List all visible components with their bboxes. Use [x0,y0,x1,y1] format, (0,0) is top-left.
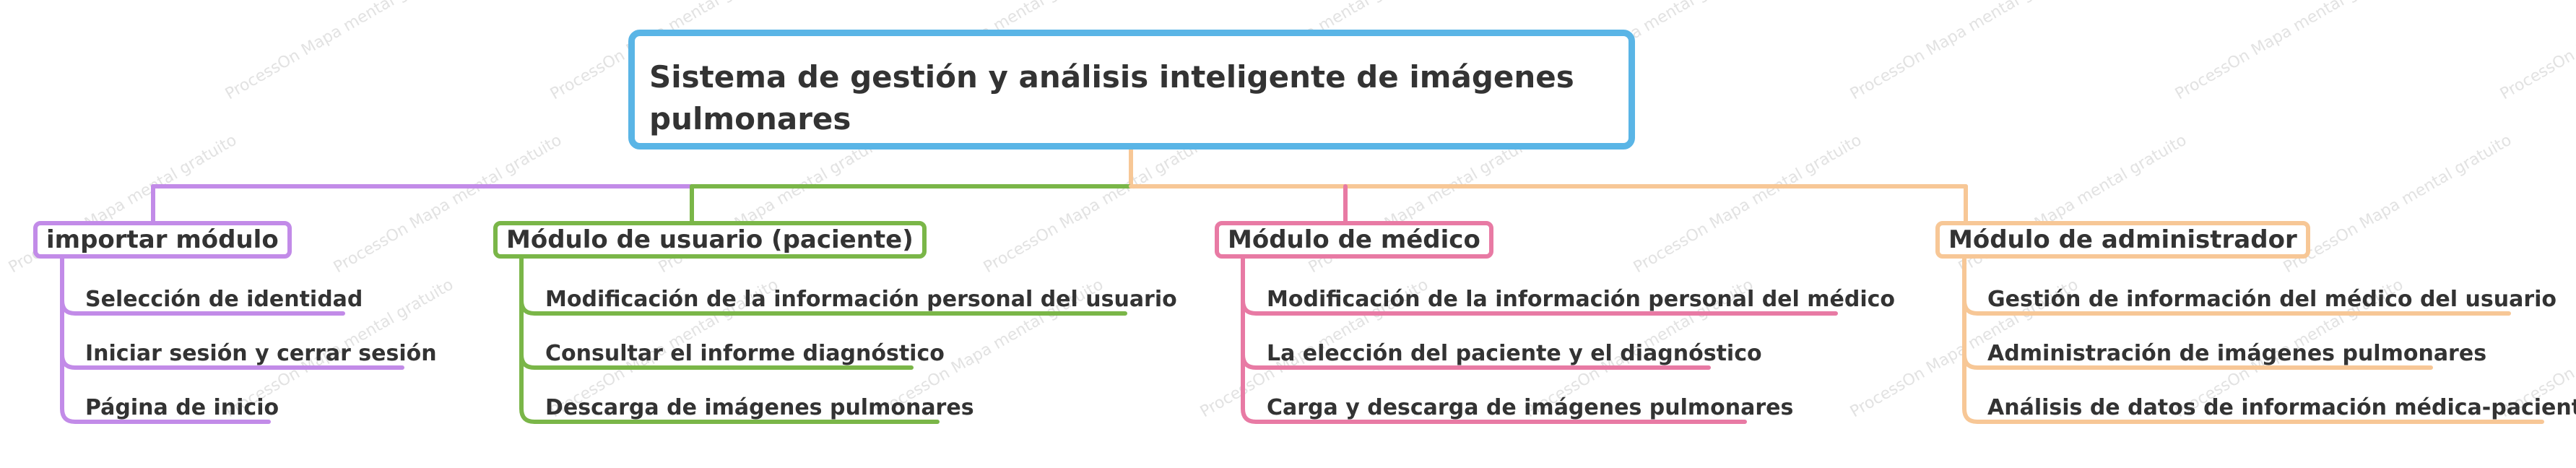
leaf-topic[interactable]: Modificación de la información personal … [545,287,1177,312]
branch-title-label: Módulo de médico [1228,225,1480,254]
leaf-topic[interactable]: Carga y descarga de imágenes pulmonares [1267,395,1794,420]
branch-title-label: Módulo de administrador [1948,225,2297,254]
leaf-topic[interactable]: La elección del paciente y el diagnóstic… [1267,341,1762,366]
leaf-topic[interactable]: Consultar el informe diagnóstico [545,341,945,366]
leaf-topic[interactable]: Selección de identidad [85,287,363,312]
leaf-connector-0-2 [60,256,271,424]
leaf-topic[interactable]: Página de inicio [85,395,279,420]
leaf-topic[interactable]: Administración de imágenes pulmonares [1987,341,2487,366]
branch-importar-modulo[interactable]: importar módulo [33,221,292,259]
branch-modulo-administrador[interactable]: Módulo de administrador [1935,221,2310,259]
branch-modulo-usuario[interactable]: Módulo de usuario (paciente) [493,221,927,259]
branch-title-label: importar módulo [46,225,279,254]
leaf-connector-2-2 [1241,256,1747,424]
root-topic[interactable]: Sistema de gestión y análisis inteligent… [628,30,1635,150]
branch-title-label: Módulo de usuario (paciente) [506,225,914,254]
leaf-topic[interactable]: Modificación de la información personal … [1267,287,1895,312]
root-topic-title: Sistema de gestión y análisis inteligent… [649,59,1574,136]
leaf-connector-1-2 [519,256,940,424]
leaf-connector-3-2 [1962,256,2544,424]
leaf-topic[interactable]: Gestión de información del médico del us… [1987,287,2557,312]
leaf-topic[interactable]: Descarga de imágenes pulmonares [545,395,974,420]
leaf-topic[interactable]: Análisis de datos de información médica-… [1987,395,2576,420]
leaf-topic[interactable]: Iniciar sesión y cerrar sesión [85,341,437,366]
branch-modulo-medico[interactable]: Módulo de médico [1215,221,1493,259]
